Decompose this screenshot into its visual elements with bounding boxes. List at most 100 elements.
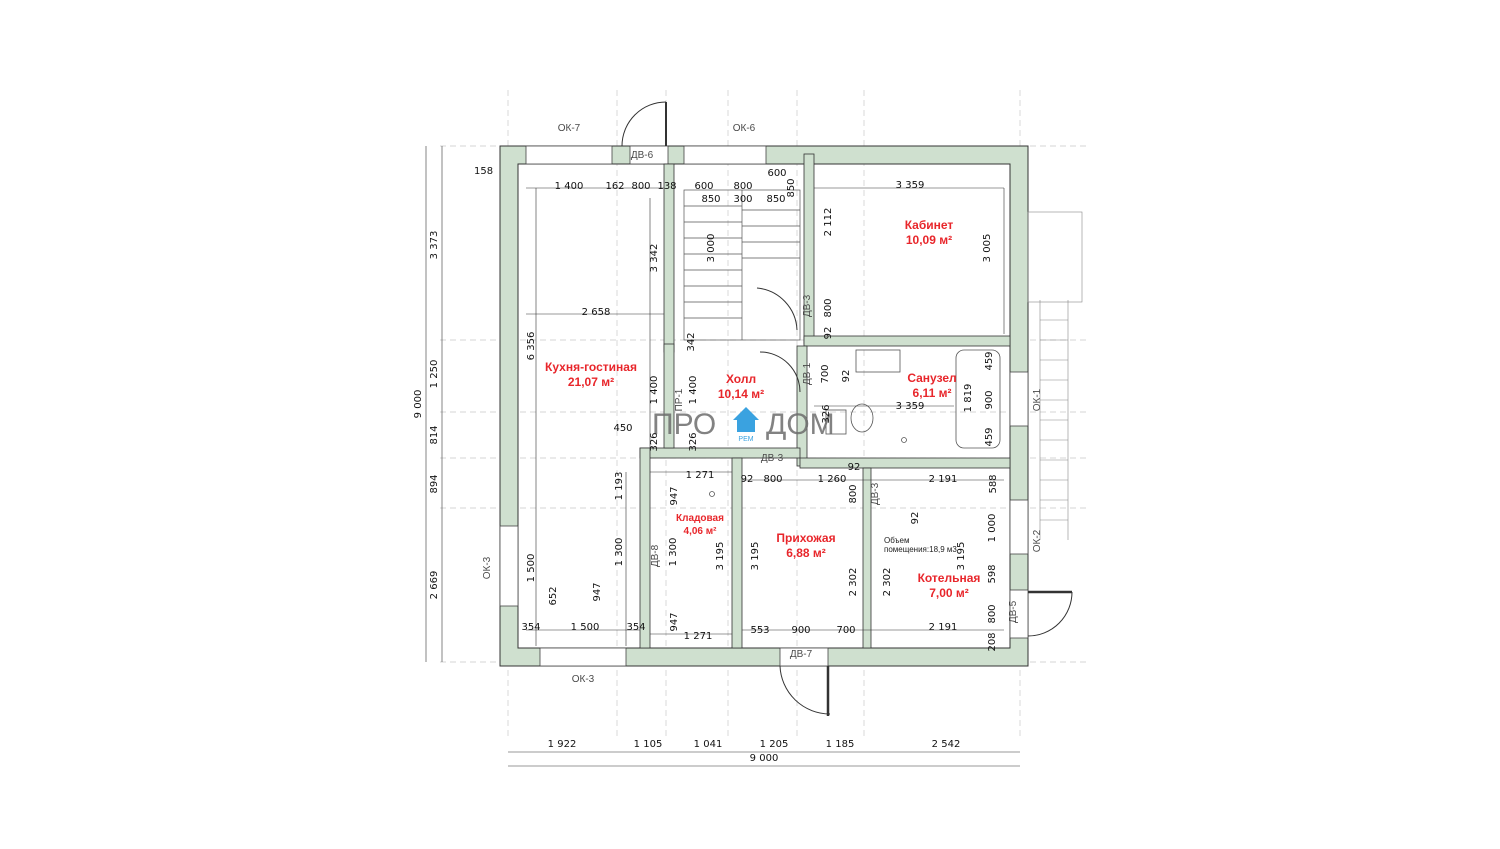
- svg-text:894: 894: [429, 474, 440, 493]
- svg-text:900: 900: [984, 390, 995, 409]
- svg-text:1 250: 1 250: [429, 360, 440, 389]
- svg-text:3 373: 3 373: [429, 231, 440, 260]
- room-area: 10,09 м²: [906, 233, 952, 247]
- svg-text:1 500: 1 500: [571, 622, 600, 633]
- svg-text:450: 450: [613, 423, 632, 434]
- svg-text:700: 700: [820, 364, 831, 383]
- tag-dv8: ДВ-8: [650, 544, 661, 567]
- svg-text:92: 92: [823, 327, 834, 340]
- tag-dv3-top: ДВ-3: [802, 294, 813, 317]
- svg-text:1 400: 1 400: [649, 376, 660, 405]
- svg-text:ПРО: ПРО: [652, 408, 716, 441]
- svg-text:1 922: 1 922: [548, 739, 577, 750]
- svg-text:1 185: 1 185: [826, 739, 855, 750]
- volume-note: Объем помещения:18,9 м3: [884, 536, 957, 554]
- svg-text:850: 850: [786, 178, 797, 197]
- svg-text:947: 947: [669, 612, 680, 631]
- svg-text:1 260: 1 260: [818, 474, 847, 485]
- svg-text:3 359: 3 359: [896, 401, 925, 412]
- tag-ok2: ОК-2: [1032, 529, 1043, 552]
- room-name: Кабинет: [905, 218, 954, 232]
- room-name: Котельная: [918, 571, 981, 585]
- svg-text:1 819: 1 819: [963, 384, 974, 413]
- room-name: Санузел: [907, 371, 956, 385]
- svg-text:3 195: 3 195: [715, 542, 726, 571]
- room-label-study: Кабинет 10,09 м²: [905, 218, 954, 247]
- interior-walls: [639, 153, 1011, 649]
- svg-text:2 542: 2 542: [932, 739, 961, 750]
- svg-text:850: 850: [766, 194, 785, 205]
- svg-text:326: 326: [688, 432, 699, 451]
- svg-text:158: 158: [474, 166, 493, 177]
- svg-text:1 000: 1 000: [987, 514, 998, 543]
- svg-text:2 191: 2 191: [929, 474, 958, 485]
- svg-text:138: 138: [657, 181, 676, 192]
- tag-ok3-left: ОК-3: [482, 556, 493, 579]
- window-openings: [499, 145, 1029, 667]
- element-tags: ОК-7 ОК-6 ДВ-6 ДВ-3 ДВ-7 ОК-3 ДВ-3 ДВ-1 …: [482, 123, 1043, 685]
- svg-text:850: 850: [701, 194, 720, 205]
- svg-text:1 500: 1 500: [526, 554, 537, 583]
- room-label-entrance: Прихожая 6,88 м²: [776, 531, 835, 560]
- room-name: Кладовая: [676, 513, 724, 524]
- svg-text:354: 354: [626, 622, 645, 633]
- svg-text:800: 800: [733, 181, 752, 192]
- svg-text:3 000: 3 000: [706, 234, 717, 263]
- svg-text:1 300: 1 300: [668, 538, 679, 567]
- svg-text:459: 459: [984, 351, 995, 370]
- room-label-boiler: Котельная 7,00 м²: [918, 571, 981, 600]
- svg-text:9 000: 9 000: [413, 390, 424, 419]
- svg-text:2 302: 2 302: [882, 568, 893, 597]
- svg-text:326: 326: [821, 404, 832, 423]
- svg-text:459: 459: [984, 427, 995, 446]
- svg-text:92: 92: [841, 370, 852, 383]
- external-stair: [1027, 211, 1083, 540]
- svg-text:ДОМ: ДОМ: [766, 408, 835, 441]
- svg-text:598: 598: [987, 564, 998, 583]
- tag-dv7: ДВ-7: [790, 649, 813, 660]
- svg-text:2 112: 2 112: [823, 208, 834, 237]
- svg-text:6 356: 6 356: [526, 332, 537, 361]
- svg-text:3 005: 3 005: [982, 234, 993, 263]
- svg-text:814: 814: [429, 425, 440, 444]
- svg-text:9 000: 9 000: [750, 753, 779, 764]
- svg-text:2 658: 2 658: [582, 307, 611, 318]
- svg-text:Объем: Объем: [884, 536, 910, 545]
- tag-dv6: ДВ-6: [631, 150, 654, 161]
- svg-text:652: 652: [548, 586, 559, 605]
- svg-text:342: 342: [686, 332, 697, 351]
- svg-text:92: 92: [910, 512, 921, 525]
- svg-text:помещения:18,9 м3: помещения:18,9 м3: [884, 545, 957, 554]
- svg-text:354: 354: [521, 622, 540, 633]
- dimension-lines: [425, 146, 1020, 767]
- svg-text:1 271: 1 271: [684, 631, 713, 642]
- svg-text:553: 553: [750, 625, 769, 636]
- room-area: 7,00 м²: [929, 586, 969, 600]
- room-name: Прихожая: [776, 531, 835, 545]
- tag-ok3-bottom: ОК-3: [572, 674, 595, 685]
- svg-text:2 302: 2 302: [848, 568, 859, 597]
- svg-text:326: 326: [649, 432, 660, 451]
- room-area: 21,07 м²: [568, 375, 614, 389]
- room-name: Кухня-гостиная: [545, 360, 637, 374]
- room-label-storage: Кладовая 4,06 м²: [676, 513, 724, 537]
- prodom-logo: ПРО ДОМ РЕМ: [652, 407, 835, 443]
- svg-text:92: 92: [848, 462, 861, 473]
- tag-ok7: ОК-7: [558, 123, 581, 134]
- room-area: 4,06 м²: [684, 526, 718, 537]
- svg-text:1 300: 1 300: [614, 538, 625, 567]
- house-icon: [733, 407, 759, 432]
- room-area: 6,11 м²: [913, 386, 952, 400]
- svg-text:РЕМ: РЕМ: [738, 436, 753, 443]
- room-label-bathroom: Санузел 6,11 м²: [907, 371, 956, 400]
- svg-text:1 041: 1 041: [694, 739, 723, 750]
- svg-text:947: 947: [592, 582, 603, 601]
- svg-text:600: 600: [767, 168, 786, 179]
- svg-text:3 195: 3 195: [750, 542, 761, 571]
- svg-text:1 193: 1 193: [614, 472, 625, 501]
- svg-text:947: 947: [669, 486, 680, 505]
- svg-text:600: 600: [694, 181, 713, 192]
- svg-text:588: 588: [988, 474, 999, 493]
- dimension-texts: 1 922 1 105 1 041 1 205 1 185 2 542 9 00…: [413, 166, 999, 764]
- svg-text:800: 800: [848, 484, 859, 503]
